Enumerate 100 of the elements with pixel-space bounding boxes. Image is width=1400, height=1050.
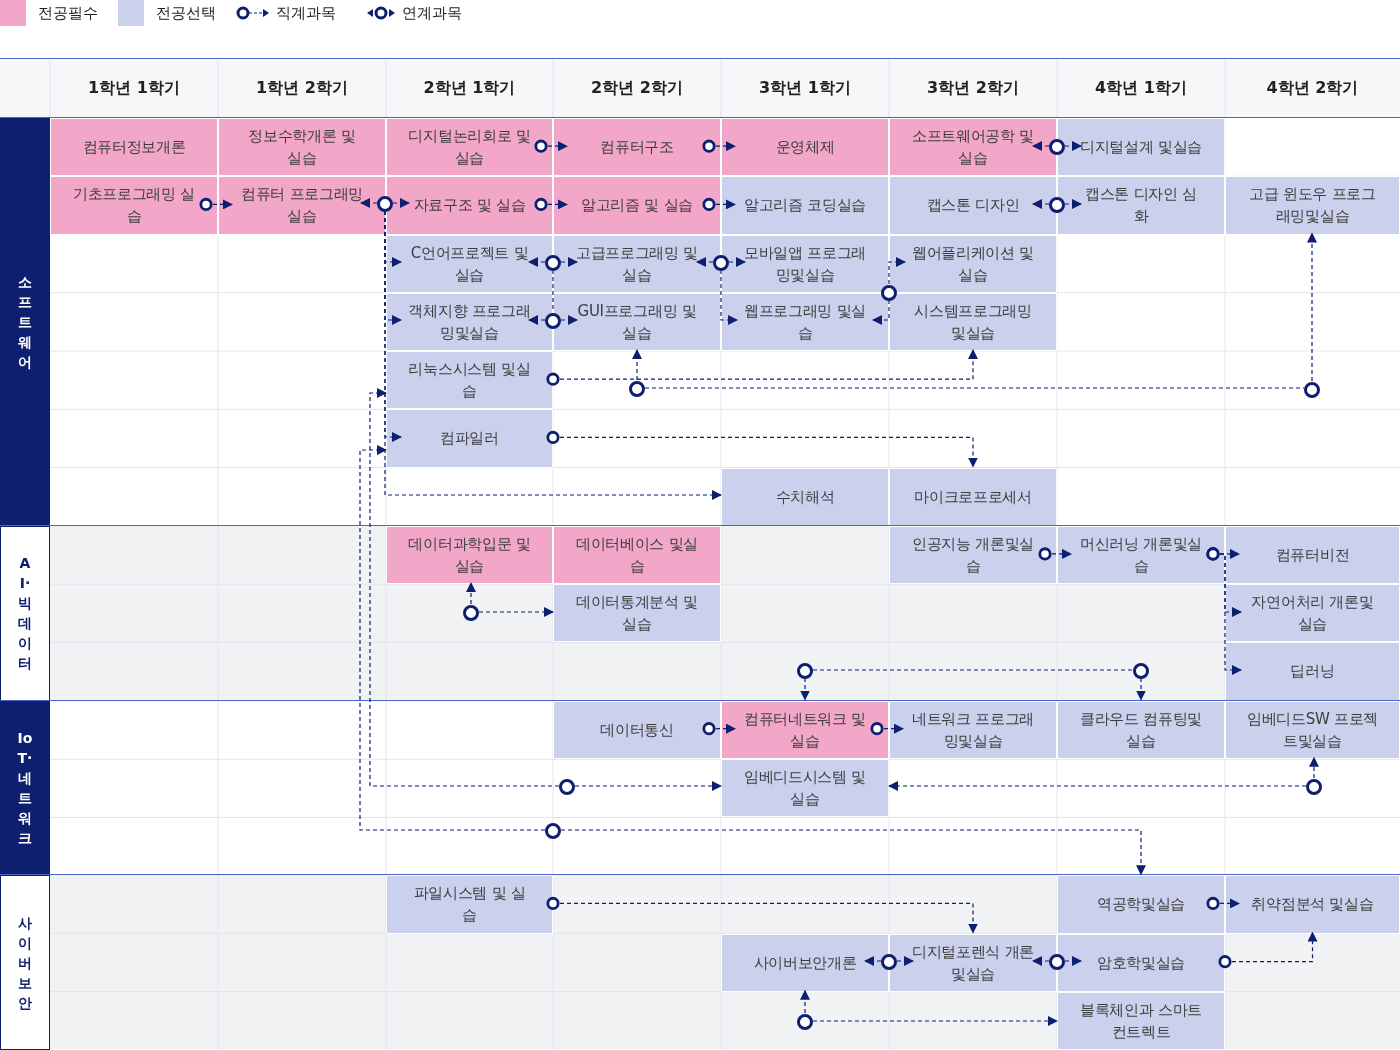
connector-arrow <box>702 139 736 153</box>
junction-circle <box>1304 382 1320 398</box>
connector-arrow <box>896 956 914 966</box>
course-box: 자연어처리 개론및실습 <box>1225 584 1400 643</box>
course-box: 컴파일러 <box>386 409 553 468</box>
course-box: 정보수학개론 및 실습 <box>218 118 386 177</box>
course-box: 캡스톤 디자인 심화 <box>1057 176 1225 235</box>
junction-circle <box>559 779 575 795</box>
course-box: 모바일앱 프로그래밍및실습 <box>721 234 889 293</box>
course-box: 운영체제 <box>721 118 889 177</box>
track-label: IoT·네트워크 <box>0 700 50 876</box>
course-box: 딥러닝 <box>1225 642 1400 701</box>
connector-arrow <box>392 198 410 208</box>
connector-arrow <box>384 210 722 500</box>
track-label: AI·빅데이터 <box>0 525 50 701</box>
column-header: 1학년 1학기 <box>87 77 181 99</box>
legend-label: 직계과목 <box>276 2 336 24</box>
connector-arrow <box>800 677 810 701</box>
connector-arrow <box>696 257 714 267</box>
course-box: 디지털포렌식 개론및실습 <box>889 933 1057 992</box>
connector-arrow <box>478 607 554 617</box>
course-box: 컴퓨터정보개론 <box>50 118 218 177</box>
connector-arrow <box>560 315 578 325</box>
connector-arrow <box>888 257 906 285</box>
junction-circle <box>629 381 645 397</box>
junction-circle <box>545 823 561 839</box>
connector-arrow <box>528 315 546 325</box>
course-box: 네트워크 프로그래밍및실습 <box>889 700 1057 759</box>
junction-circle <box>797 663 813 679</box>
connector-arrow <box>546 349 978 386</box>
connector-arrow <box>546 430 978 468</box>
course-box: 캡스톤 디자인 <box>889 176 1057 235</box>
course-box: 마이크로프로세서 <box>889 467 1057 526</box>
course-box: 암호학및실습 <box>1057 933 1225 992</box>
course-box: 사이버보안개론 <box>721 933 889 992</box>
connector-arrow <box>632 349 642 381</box>
connector-arrow <box>888 781 1307 791</box>
connector-arrow <box>1032 199 1050 209</box>
course-box: 디지털설계 및실습 <box>1057 118 1225 177</box>
connector-arrow <box>720 269 738 325</box>
column-header: 3학년 1학기 <box>758 77 852 99</box>
connector-arrow <box>1064 141 1082 151</box>
connector-arrow <box>1038 547 1072 561</box>
legend-label: 전공필수 <box>38 2 98 24</box>
connector-arrow <box>574 781 722 791</box>
junction-circle <box>1306 779 1322 795</box>
column-header: 3학년 2학기 <box>926 77 1020 99</box>
column-header: 4학년 2학기 <box>1265 77 1360 99</box>
connector-line <box>644 387 1305 389</box>
connector-arrow <box>800 989 810 1014</box>
course-box: 알고리즘 코딩실습 <box>721 176 889 235</box>
column-header: 2학년 1학기 <box>422 77 517 99</box>
course-box: 임베디드SW 프로젝트및실습 <box>1225 700 1400 759</box>
course-box: 컴퓨터비전 <box>1225 525 1400 584</box>
course-box: 기초프로그래밍 실습 <box>50 176 218 235</box>
connector-arrow <box>528 257 546 267</box>
course-box: 고급프로그래밍 및실습 <box>553 234 721 293</box>
course-box: 컴퓨터 프로그래밍실습 <box>218 176 386 235</box>
course-box: 객체지향 프로그래밍및실습 <box>386 292 553 351</box>
column-header: 2학년 2학기 <box>590 77 684 99</box>
connector-arrow <box>560 829 1146 876</box>
course-box: 리눅스시스템 및실습 <box>386 351 553 410</box>
junction-circle <box>463 605 479 621</box>
column-header: 4학년 1학기 <box>1094 77 1188 99</box>
course-box: 임베디드시스템 및실습 <box>721 758 889 817</box>
track-band <box>0 117 1400 525</box>
connector-arrow <box>1032 956 1050 966</box>
connector-arrow <box>728 257 746 267</box>
connector-arrow <box>1206 547 1242 675</box>
legend-label: 연계과목 <box>402 2 462 24</box>
track-label: 소프트웨어 <box>0 118 50 526</box>
connector-arrow <box>1206 896 1240 910</box>
connector-arrow <box>812 1016 1058 1026</box>
connector-arrow <box>466 582 476 605</box>
connector-arrow <box>702 722 736 736</box>
course-box: 컴퓨터구조 <box>553 118 721 177</box>
connector-arrow <box>359 445 546 831</box>
course-box: C언어프로젝트 및실습 <box>386 234 553 293</box>
course-box: 디지털논리회로 및실습 <box>386 118 553 177</box>
course-box: 역공학및실습 <box>1057 875 1225 934</box>
connector-arrow <box>534 197 568 211</box>
connector-arrow <box>1309 756 1319 779</box>
column-header: 1학년 2학기 <box>255 77 349 99</box>
track-label: 사이버보안 <box>0 875 50 1050</box>
connector-arrow <box>1064 956 1082 966</box>
connector-arrow <box>702 197 736 211</box>
connector-arrow <box>369 388 560 787</box>
course-box: 자료구조 및 실습 <box>386 176 553 235</box>
connector-arrow <box>1032 141 1050 151</box>
course-box: 데이터베이스 및실습 <box>553 525 721 584</box>
connector-arrow <box>1307 232 1317 382</box>
connector-arrow <box>870 722 904 736</box>
connector-arrow <box>360 198 378 208</box>
connector-arrow <box>1218 931 1318 969</box>
junction-circle <box>1133 663 1149 679</box>
connector-arrow <box>1064 199 1082 209</box>
course-box: 데이터통신 <box>553 700 721 759</box>
course-box: 컴퓨터네트워크 및실습 <box>721 700 889 759</box>
course-box: 시스템프로그래밍 및실습 <box>889 292 1057 351</box>
course-box: 머신러닝 개론및실습 <box>1057 525 1225 584</box>
